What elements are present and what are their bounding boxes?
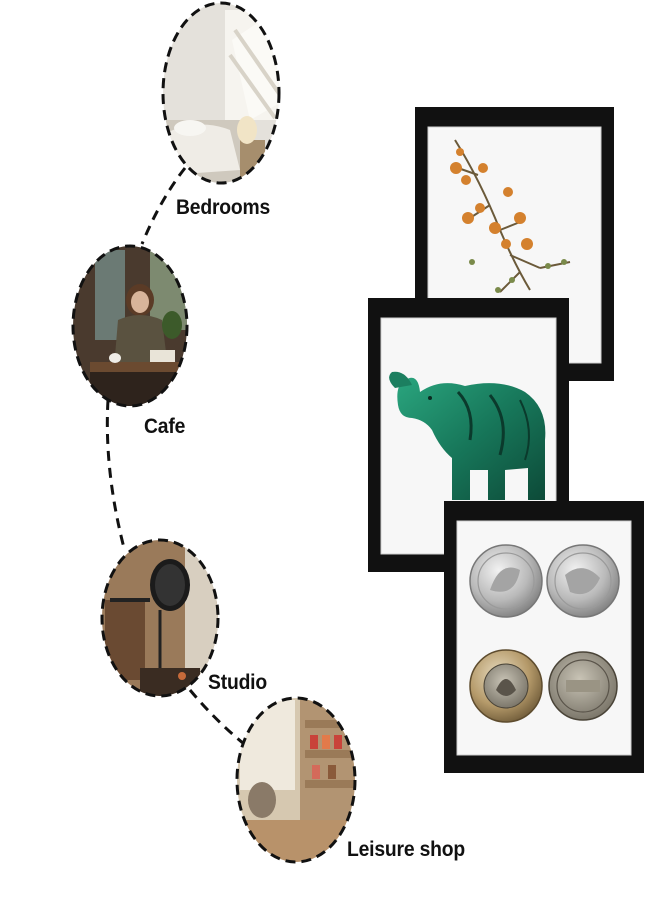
coins xyxy=(469,544,620,723)
dashed-connector xyxy=(105,167,245,746)
label-bedrooms: Bedrooms xyxy=(176,196,271,219)
bedroom-photo xyxy=(161,1,281,185)
leisure-shop-photo xyxy=(235,696,357,864)
cafe-photo xyxy=(71,244,189,408)
label-studio: Studio xyxy=(208,671,267,694)
green-elephant-figurine xyxy=(389,371,546,500)
label-leisure-shop: Leisure shop xyxy=(347,838,466,861)
studio-photo xyxy=(100,538,220,698)
display-frame-coins xyxy=(444,501,644,773)
label-cafe: Cafe xyxy=(144,415,186,438)
